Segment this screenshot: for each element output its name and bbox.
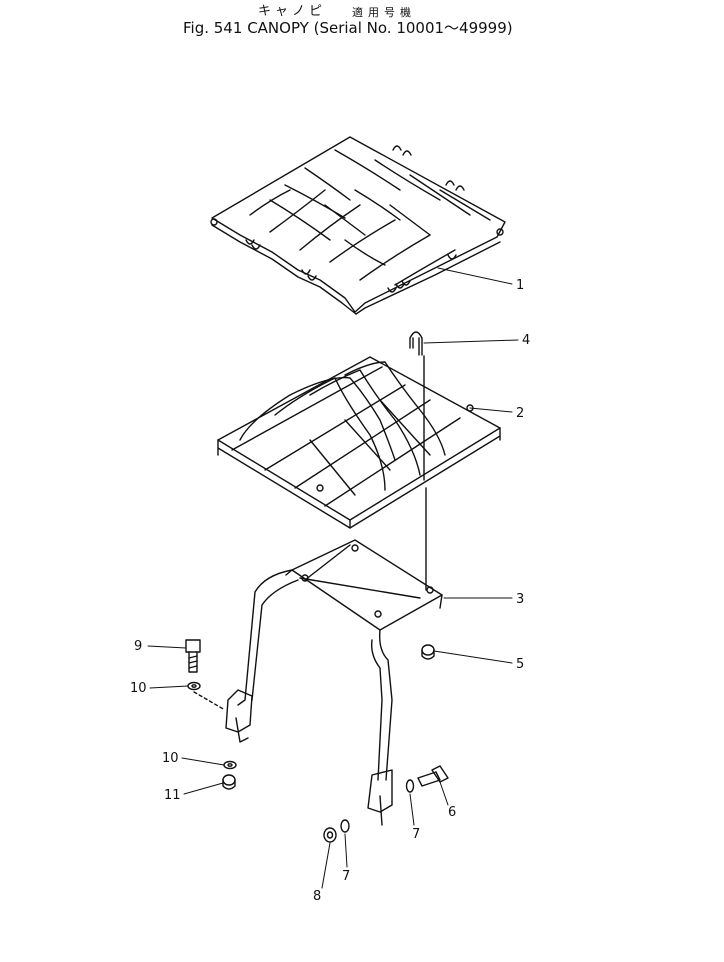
callout-4: 4: [522, 333, 530, 348]
figure-label: Fig. 541: [183, 19, 243, 37]
serial-range: Serial No. 10001～49999: [319, 19, 507, 37]
callout-10-upper: 10: [130, 681, 147, 696]
callout-2: 2: [516, 406, 524, 421]
nut-11: [222, 774, 236, 790]
callout-7-lower: 7: [342, 869, 350, 884]
callout-7-upper: 7: [412, 827, 420, 842]
bolt-9: [185, 639, 201, 673]
nut-8: [323, 827, 337, 843]
washer-7a: [405, 779, 415, 793]
washer-10a: [187, 681, 201, 691]
u-bolt: [409, 331, 423, 356]
callout-10-lower: 10: [162, 751, 179, 766]
bolt-6: [417, 765, 449, 787]
title-japanese: キャノピ: [258, 4, 327, 19]
leader-lines: [147, 267, 519, 889]
callout-5: 5: [516, 657, 524, 672]
callout-labels: 1 2 3 4 5 6 7 7 8 9 10 10 11: [130, 278, 530, 904]
nut-5: [421, 644, 435, 660]
callout-3: 3: [516, 592, 524, 607]
title-english: Fig. 541 CANOPY (Serial No. 10001～49999): [183, 19, 513, 37]
rops-frame: [225, 539, 443, 826]
washer-10b: [223, 760, 237, 770]
canopy-cover: [210, 136, 506, 315]
part-name: CANOPY: [247, 19, 309, 37]
guide-line-left-bracket: [193, 691, 226, 711]
callout-11: 11: [164, 788, 181, 803]
callout-9: 9: [134, 639, 142, 654]
canopy-guard: [217, 356, 501, 529]
title-serial-japanese: 適用号機: [352, 6, 416, 19]
callout-8: 8: [313, 889, 321, 904]
callout-6: 6: [448, 805, 456, 820]
washer-7b: [340, 819, 350, 833]
callout-1: 1: [516, 278, 524, 293]
